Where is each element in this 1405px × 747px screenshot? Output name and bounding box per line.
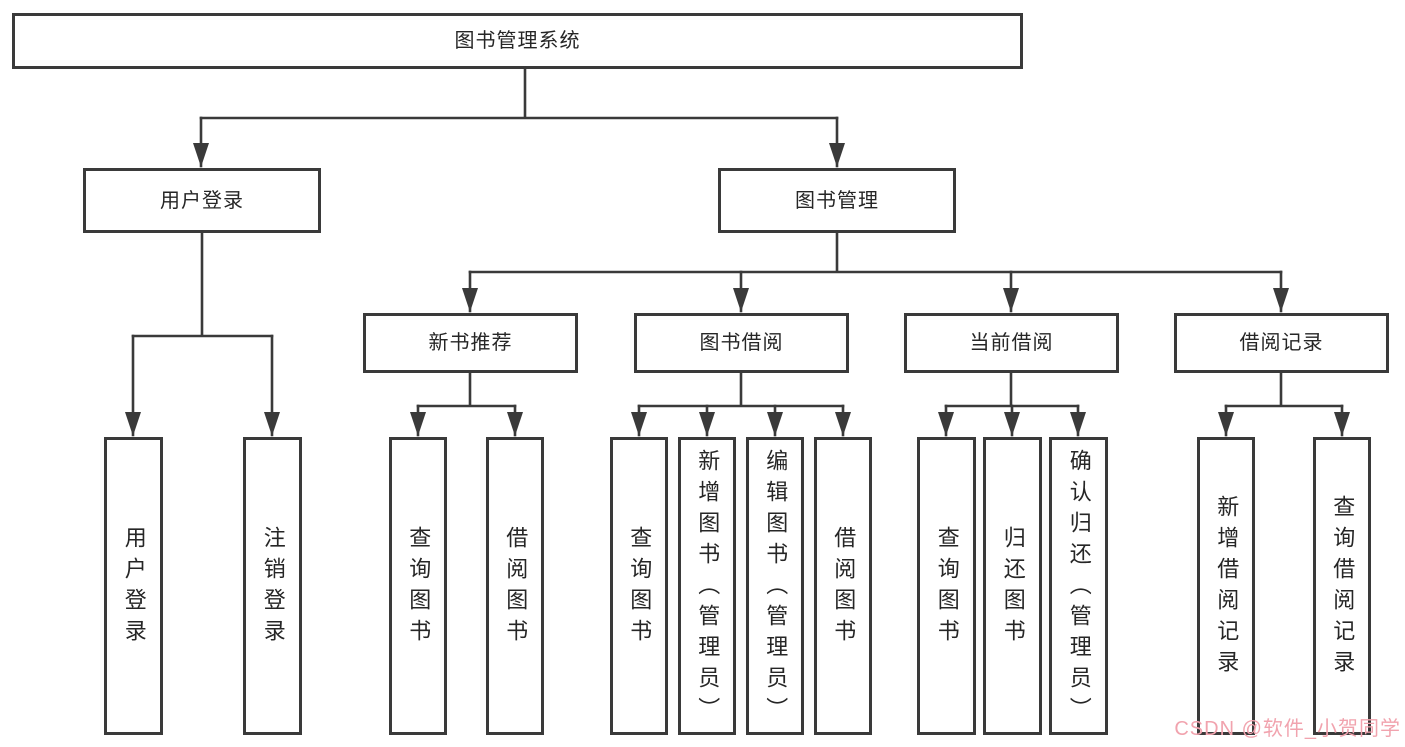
node-query-books-borrow: 查询图书: [610, 437, 668, 735]
node-return-books: 归还图书: [983, 437, 1042, 735]
node-add-books-admin: 新增图书（管理员）: [678, 437, 736, 735]
watermark: CSDN @软件_小贺同学: [1174, 718, 1401, 740]
node-confirm-return-admin: 确认归还（管理员）: [1049, 437, 1108, 735]
node-borrow-books-recommend: 借阅图书: [486, 437, 544, 735]
node-query-books-current: 查询图书: [917, 437, 976, 735]
node-query-borrow-record: 查询借阅记录: [1313, 437, 1371, 735]
node-borrow-books: 借阅图书: [814, 437, 872, 735]
node-root: 图书管理系统: [12, 13, 1023, 69]
node-current-borrowing: 当前借阅: [904, 313, 1119, 373]
node-edit-books-admin: 编辑图书（管理员）: [746, 437, 804, 735]
node-leaf-logout: 注销登录: [243, 437, 302, 735]
node-add-borrow-record: 新增借阅记录: [1197, 437, 1255, 735]
node-borrow-records: 借阅记录: [1174, 313, 1389, 373]
node-book-borrowing: 图书借阅: [634, 313, 849, 373]
node-leaf-user-login: 用户登录: [104, 437, 163, 735]
node-query-books-recommend: 查询图书: [389, 437, 447, 735]
node-new-book-recommend: 新书推荐: [363, 313, 578, 373]
node-book-management: 图书管理: [718, 168, 956, 233]
node-user-login: 用户登录: [83, 168, 321, 233]
